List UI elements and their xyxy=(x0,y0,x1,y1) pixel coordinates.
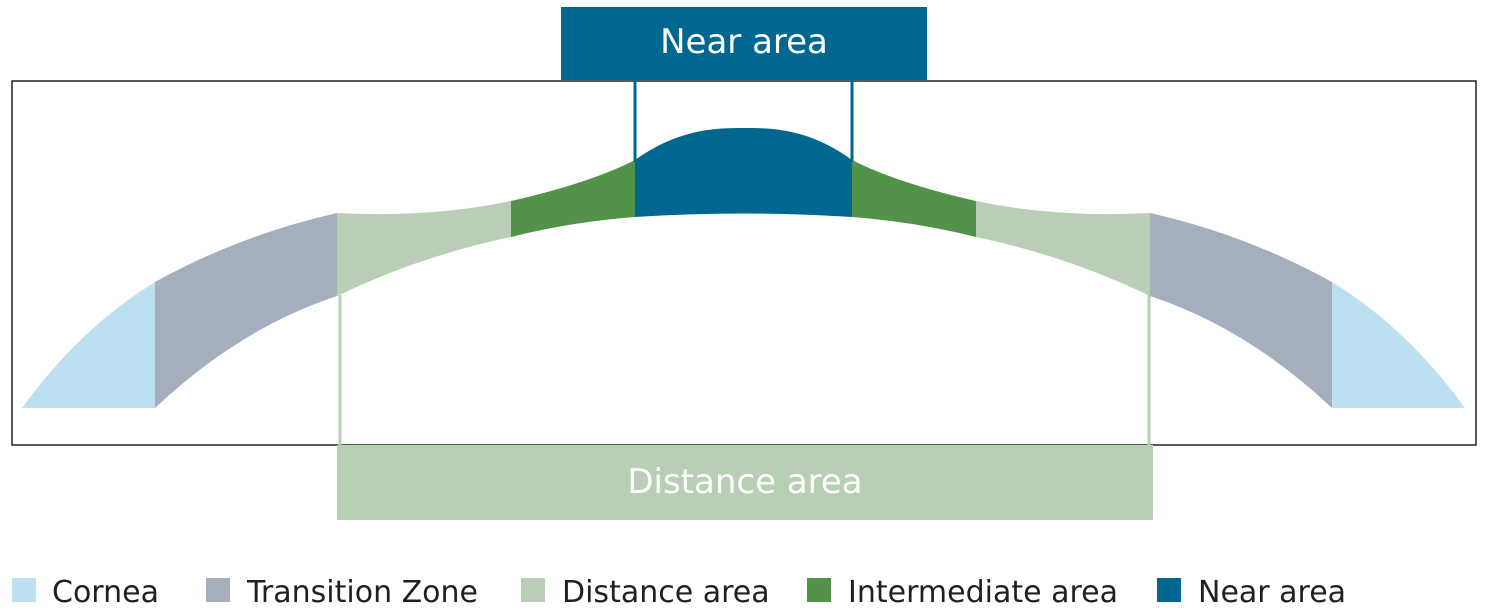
distance-area-label-box xyxy=(337,445,1153,520)
legend-swatch-cornea xyxy=(12,578,36,602)
legend-swatch-intermediate-area xyxy=(807,578,831,602)
legend-label-transition-zone: Transition Zone xyxy=(246,575,478,610)
legend-item-cornea: Cornea xyxy=(12,575,159,610)
legend-label-intermediate-area: Intermediate area xyxy=(848,575,1118,610)
legend-swatch-transition-zone xyxy=(206,578,230,602)
intermediate-zone-right xyxy=(852,160,976,237)
legend-item-near-area: Near area xyxy=(1157,575,1346,610)
legend-label-distance-area: Distance area xyxy=(562,575,770,610)
near-area-label: Near area xyxy=(660,22,828,62)
near-zone xyxy=(635,128,852,217)
cornea-left-zone xyxy=(22,282,155,408)
distance-zone-right xyxy=(976,201,1150,296)
legend-item-intermediate-area: Intermediate area xyxy=(807,575,1118,610)
near-area-label-box xyxy=(561,7,927,80)
legend: Cornea Transition Zone Distance area Int… xyxy=(12,575,1346,610)
legend-swatch-distance-area xyxy=(521,578,545,602)
legend-item-transition-zone: Transition Zone xyxy=(206,575,478,610)
distance-area-label: Distance area xyxy=(627,462,862,502)
legend-swatch-near-area xyxy=(1157,578,1181,602)
legend-label-near-area: Near area xyxy=(1198,575,1346,610)
distance-zone-left xyxy=(337,201,511,296)
transition-zone-right xyxy=(1150,213,1332,408)
cornea-right-zone xyxy=(1332,282,1465,408)
intermediate-zone-left xyxy=(511,160,635,237)
transition-zone-left xyxy=(155,213,337,408)
legend-item-distance-area: Distance area xyxy=(521,575,770,610)
legend-label-cornea: Cornea xyxy=(52,575,159,610)
